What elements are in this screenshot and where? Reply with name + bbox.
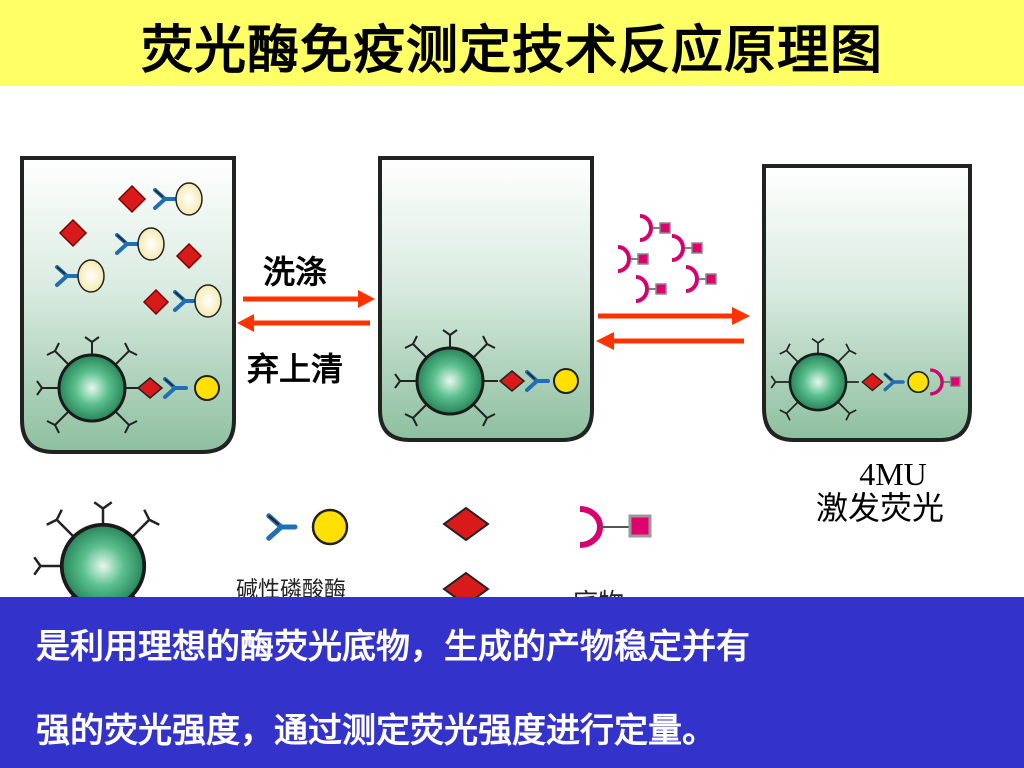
product-label-line2: 激发荧光 xyxy=(816,490,944,526)
tube-3 xyxy=(762,164,972,442)
reaction-arrows xyxy=(596,307,750,350)
caption-panel: 是利用理想的酶荧光底物，生成的产物稳定并有 强的荧光强度，通过测定荧光强度进行定… xyxy=(0,597,1024,768)
product-label-line1: 4MU xyxy=(859,456,927,492)
discard-label: 弃上清 xyxy=(247,350,343,388)
tube-2 xyxy=(378,156,594,442)
legend-enzyme-antibody xyxy=(269,508,349,546)
product-label: 4MU 激发荧光 xyxy=(816,456,944,526)
legend-bead xyxy=(32,500,162,597)
legend-substrate xyxy=(579,506,652,548)
page-title: 荧光酶免疫测定技术反应原理图 xyxy=(140,20,883,81)
caption-line-1: 是利用理想的酶荧光底物，生成的产物稳定并有 xyxy=(36,627,750,667)
free-antigen xyxy=(58,184,203,316)
wash-label: 洗涤 xyxy=(263,253,327,291)
legend: 碱性磷酸酶 底物 xyxy=(32,500,652,597)
legend-substrate-label: 底物 xyxy=(572,589,624,597)
free-enzyme-antibody xyxy=(55,182,222,318)
title-bar xyxy=(0,0,1024,86)
bead-complex-2 xyxy=(393,328,579,428)
wash-arrows: 洗涤 弃上清 xyxy=(237,253,375,388)
legend-antigen xyxy=(442,506,490,597)
free-substrate xyxy=(616,214,718,303)
legend-enzyme-label: 碱性磷酸酶 xyxy=(236,578,346,597)
bead-complex-3 xyxy=(769,337,961,422)
caption-line-2: 强的荧光强度，通过测定荧光强度进行定量。 xyxy=(36,711,716,751)
reaction-diagram: 洗涤 弃上清 xyxy=(20,156,972,597)
tube-1 xyxy=(20,156,236,454)
bead-complex-1 xyxy=(35,335,220,435)
